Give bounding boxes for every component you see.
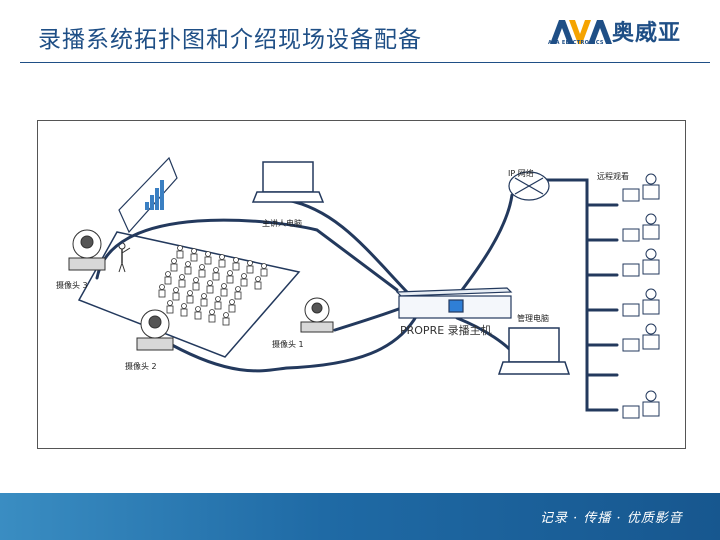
header-rule (20, 62, 710, 63)
recorder-host-icon (395, 287, 513, 319)
camera-1-icon (300, 297, 334, 333)
footer-bar (0, 493, 720, 540)
camera-3-icon (68, 229, 106, 271)
mgmt-pc-label: 管理电脑 (517, 314, 549, 323)
ip-network-label: IP 网络 (508, 169, 534, 178)
camera-2-label: 摄像头 2 (125, 362, 157, 371)
projection-screen-icon (118, 156, 178, 234)
presenter-pc-label: 主讲人电脑 (262, 219, 302, 228)
topology-diagram (68, 156, 660, 419)
mgmt-laptop-icon (497, 327, 571, 375)
page-title: 录播系统拓扑图和介绍现场设备配备 (38, 27, 422, 53)
camera-2-icon (136, 309, 174, 351)
audience-icon (158, 245, 268, 326)
remote-viewers-icon (622, 173, 660, 419)
footer-slogan: 记录 · 传播 · 优质影音 (540, 511, 683, 526)
remote-viewing-label: 远程观看 (597, 172, 629, 181)
ava-logo-icon (550, 20, 612, 44)
presenter-figure-icon (118, 242, 131, 273)
camera-3-label: 摄像头 3 (56, 281, 88, 290)
logo-subtitle: AVA ELECTRONICS (548, 40, 604, 46)
ip-network-icon (508, 171, 550, 201)
network-cables (95, 178, 619, 412)
camera-1-label: 摄像头 1 (272, 340, 304, 349)
diagram-frame (37, 120, 686, 449)
logo-text: 奥威亚 (612, 21, 682, 46)
recorder-host-label: PROPRE 录播主机 (400, 324, 492, 337)
presenter-laptop-icon (251, 161, 325, 203)
